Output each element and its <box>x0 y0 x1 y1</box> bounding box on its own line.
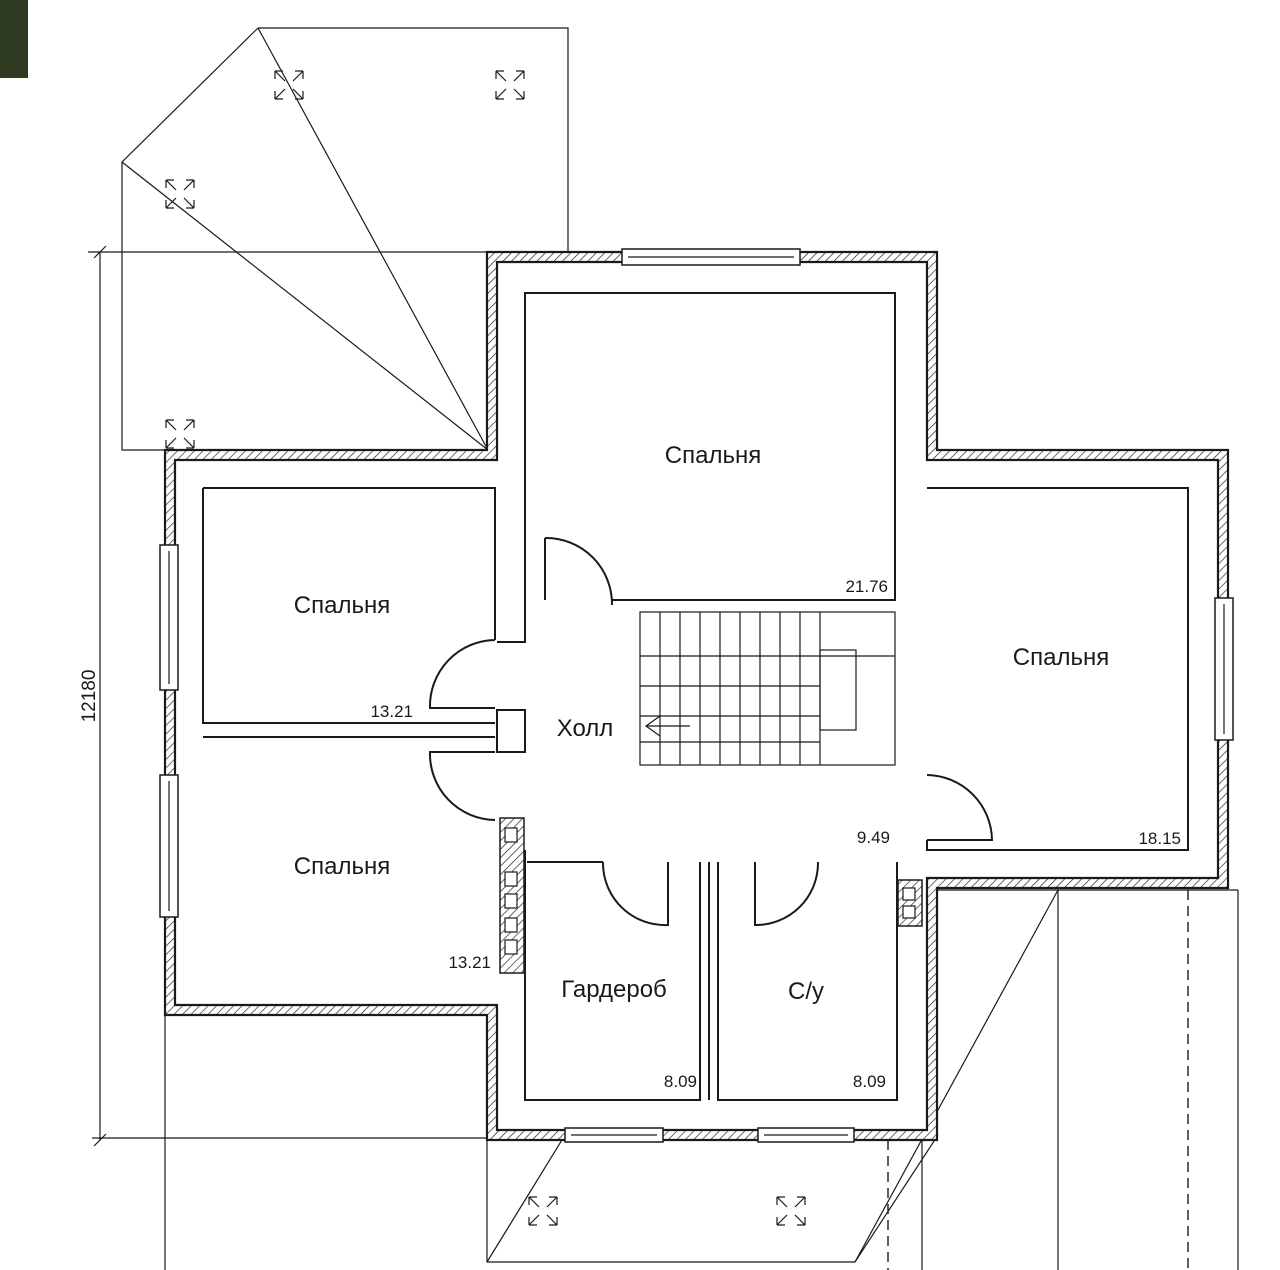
wall-stub <box>496 709 526 753</box>
room-area-bedroom-left-top: 13.21 <box>370 702 413 721</box>
dimension-line <box>88 245 490 1147</box>
room-outline-bathroom <box>717 862 898 1101</box>
room-area-bedroom-right: 18.15 <box>1138 829 1181 848</box>
stair-direction-arrow-icon <box>644 715 690 737</box>
room-name-hall: Холл <box>557 715 614 742</box>
roof-outline-bottom <box>164 889 1239 1270</box>
staircase <box>639 611 896 766</box>
corner-thumbnail <box>0 0 28 78</box>
skylight-icon <box>165 179 195 209</box>
room-outline-bedroom-right <box>926 487 1189 851</box>
ventilation-shaft <box>897 879 923 927</box>
room-area-hall: 9.49 <box>857 828 890 847</box>
window <box>757 1127 855 1143</box>
door-swing <box>926 774 994 841</box>
door-swing <box>601 861 669 927</box>
window <box>159 544 179 691</box>
room-name-wardrobe: Гардероб <box>561 976 667 1003</box>
room-area-wardrobe: 8.09 <box>664 1072 697 1091</box>
window <box>621 248 801 266</box>
room-outline-bedroom-top <box>524 292 896 601</box>
skylight-icon <box>165 419 195 449</box>
skylight-icon <box>528 1196 558 1226</box>
room-area-bedroom-left-bottom: 13.21 <box>448 953 491 972</box>
window <box>1214 597 1234 741</box>
room-area-bathroom: 8.09 <box>853 1072 886 1091</box>
room-area-bedroom-top: 21.76 <box>845 577 888 596</box>
ventilation-shaft <box>499 817 525 974</box>
room-name-bedroom-left-bottom: Спальня <box>294 853 390 880</box>
room-outline-wardrobe <box>524 850 701 1101</box>
room-name-bedroom-top: Спальня <box>665 442 761 469</box>
room-outline-bedroom-left-top <box>203 487 496 640</box>
window <box>564 1127 664 1143</box>
room-name-bedroom-left-top: Спальня <box>294 592 390 619</box>
room-outline-hall <box>497 600 526 643</box>
room-name-bathroom: С/у <box>788 978 824 1005</box>
door-swing <box>428 751 496 821</box>
skylight-icon <box>495 70 525 100</box>
door-swing <box>754 861 820 927</box>
room-wall <box>202 488 495 724</box>
door-swing <box>544 536 614 606</box>
room-name-bedroom-right: Спальня <box>1013 644 1109 671</box>
skylight-icon <box>776 1196 806 1226</box>
door-swing <box>428 639 496 709</box>
roof-outline-top <box>121 27 569 451</box>
exterior-wall <box>163 250 1230 1142</box>
dimension-label: 12180 <box>79 670 100 723</box>
window <box>159 774 179 918</box>
